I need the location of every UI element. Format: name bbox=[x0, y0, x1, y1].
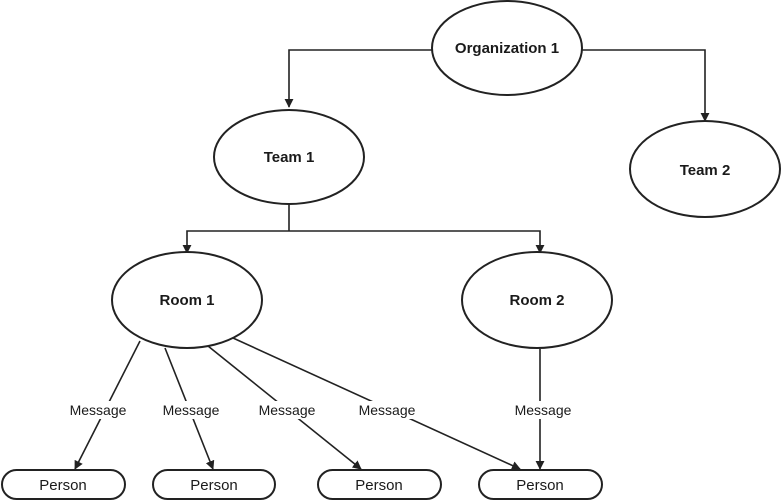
svg-text:Team 1: Team 1 bbox=[264, 149, 315, 166]
svg-text:Person: Person bbox=[39, 477, 87, 494]
team1-node: Team 1 bbox=[213, 109, 365, 205]
svg-text:Person: Person bbox=[355, 477, 403, 494]
svg-text:Message: Message bbox=[359, 402, 416, 418]
svg-text:Team 2: Team 2 bbox=[680, 162, 731, 179]
message-label: Message bbox=[64, 401, 134, 419]
person-node: Person bbox=[1, 469, 126, 500]
room2-node: Room 2 bbox=[461, 251, 613, 349]
edge-org-team2 bbox=[582, 49, 710, 122]
team2-node: Team 2 bbox=[629, 120, 781, 218]
room1-node: Room 1 bbox=[111, 251, 263, 349]
svg-text:Organization 1: Organization 1 bbox=[455, 40, 559, 57]
svg-text:Message: Message bbox=[70, 402, 127, 418]
message-label: Message bbox=[508, 401, 578, 419]
organization-node: Organization 1 bbox=[431, 0, 583, 96]
person-node: Person bbox=[152, 469, 276, 500]
svg-text:Person: Person bbox=[516, 477, 564, 494]
message-label: Message bbox=[252, 401, 322, 419]
svg-text:Person: Person bbox=[190, 477, 238, 494]
svg-text:Room 2: Room 2 bbox=[509, 292, 564, 309]
svg-text:Message: Message bbox=[163, 402, 220, 418]
person-node: Person bbox=[478, 469, 603, 500]
edge-org-team1 bbox=[284, 49, 432, 108]
svg-text:Message: Message bbox=[515, 402, 572, 418]
svg-text:Room 1: Room 1 bbox=[159, 292, 214, 309]
message-label: Message bbox=[156, 401, 226, 419]
person-node: Person bbox=[317, 469, 442, 500]
edge-team1-room2 bbox=[289, 230, 545, 254]
edge-team1-room1 bbox=[182, 230, 289, 254]
message-label: Message bbox=[352, 401, 422, 419]
svg-text:Message: Message bbox=[259, 402, 316, 418]
